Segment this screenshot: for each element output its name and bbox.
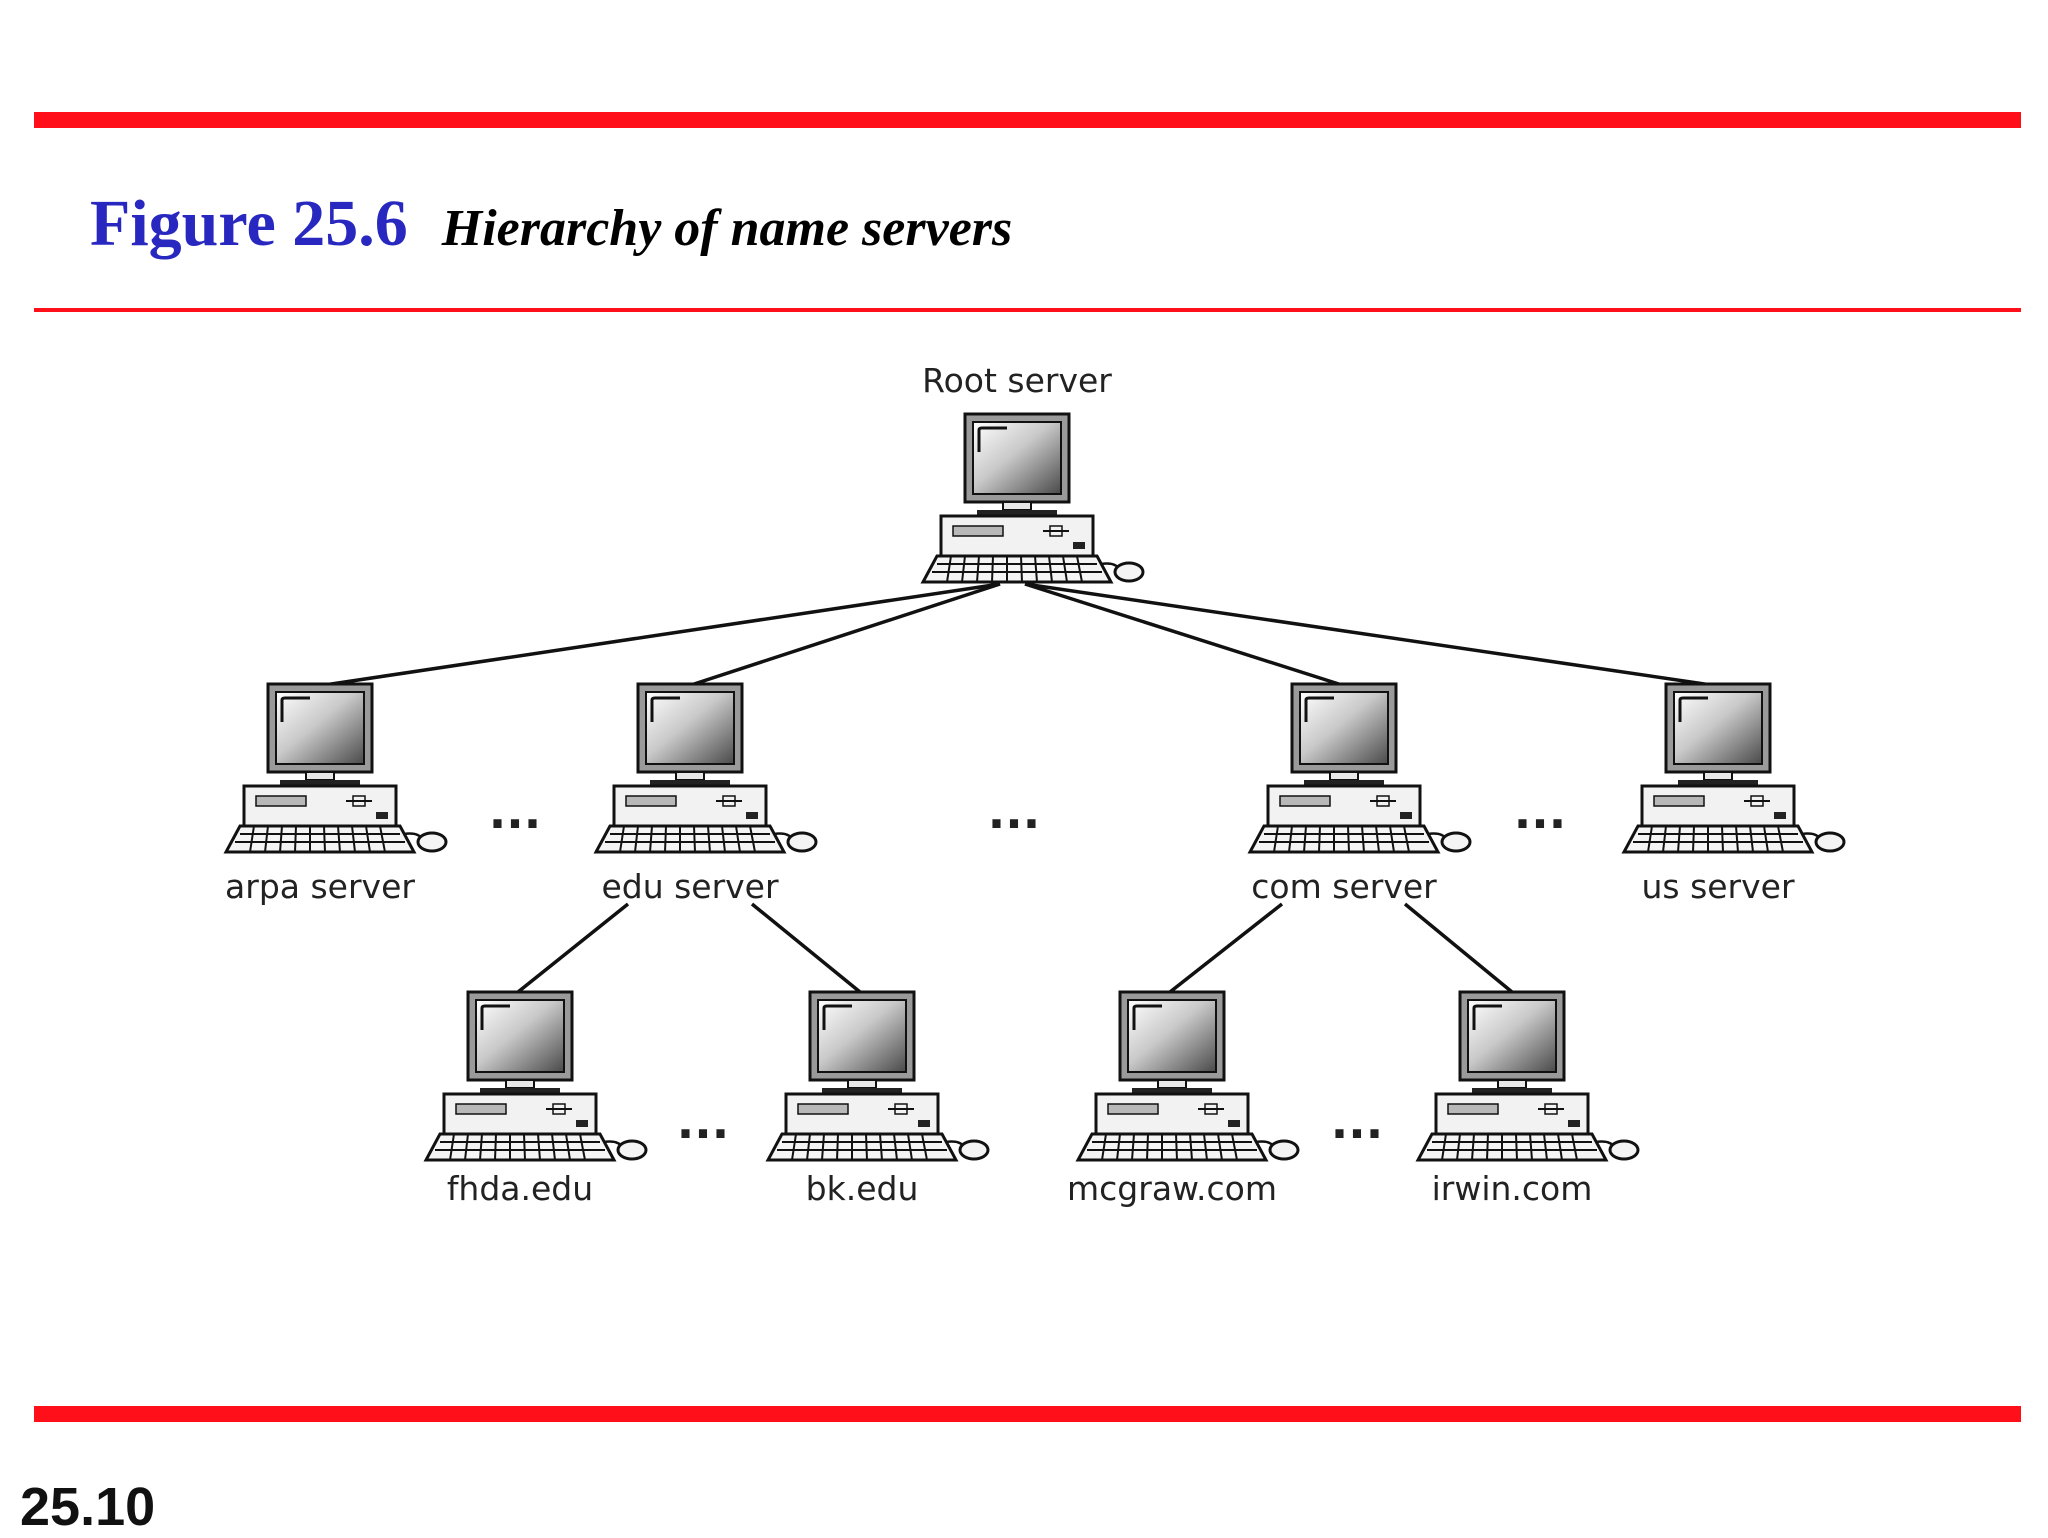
- node-mcgraw-com: mcgraw.com: [1067, 990, 1300, 1208]
- node-com-server: com server: [1248, 682, 1472, 906]
- figure-number: Figure 25.6: [90, 187, 408, 260]
- desktop-computer-icon: [1076, 990, 1300, 1162]
- edge-root-arpa: [317, 582, 1001, 688]
- node-label-root: Root server: [922, 361, 1112, 400]
- node-arpa-server: arpa server: [224, 682, 448, 906]
- desktop-computer-icon: [1248, 682, 1472, 854]
- edge-root-edu: [687, 582, 1001, 688]
- title-underline-rule: [34, 308, 2021, 312]
- figure-title: Figure 25.6 Hierarchy of name servers: [90, 186, 1012, 262]
- ellipsis-arpa-edu: ...: [489, 785, 541, 839]
- node-label-us: us server: [1641, 867, 1794, 906]
- desktop-computer-icon: [766, 990, 990, 1162]
- desktop-computer-icon: [224, 682, 448, 854]
- top-rule: [34, 112, 2021, 128]
- edge-com-irwin: [1403, 902, 1514, 994]
- edge-edu-fhda: [516, 902, 630, 994]
- figure-caption: Hierarchy of name servers: [441, 200, 1013, 257]
- node-label-fhda: fhda.edu: [447, 1169, 593, 1208]
- node-label-mcgraw: mcgraw.com: [1067, 1169, 1277, 1208]
- page-number: 25.10: [20, 1477, 156, 1537]
- node-label-edu: edu server: [601, 867, 779, 906]
- node-edu-server: edu server: [594, 682, 818, 906]
- node-label-bk: bk.edu: [806, 1169, 919, 1208]
- desktop-computer-icon: [424, 990, 648, 1162]
- ellipsis-edu-com: ...: [988, 785, 1040, 839]
- desktop-computer-icon: [921, 412, 1145, 584]
- node-label-arpa: arpa server: [225, 867, 415, 906]
- ellipsis-fhda-bk: ...: [677, 1095, 729, 1149]
- node-us-server: us server: [1622, 682, 1846, 906]
- edge-com-mcgraw: [1168, 902, 1284, 994]
- bottom-rule: [34, 1406, 2021, 1422]
- ellipsis-com-us: ...: [1514, 785, 1566, 839]
- node-label-irwin: irwin.com: [1432, 1169, 1593, 1208]
- desktop-computer-icon: [594, 682, 818, 854]
- desktop-computer-icon: [1622, 682, 1846, 854]
- edge-root-com: [1024, 582, 1346, 688]
- node-label-com: com server: [1251, 867, 1437, 906]
- node-fhda-edu: fhda.edu: [424, 990, 648, 1208]
- edge-root-us: [1024, 582, 1719, 688]
- ellipsis-mcgraw-irwin: ...: [1331, 1095, 1383, 1149]
- diagram-edges: [317, 582, 1719, 994]
- edge-edu-bk: [750, 902, 862, 994]
- node-irwin-com: irwin.com: [1416, 990, 1640, 1208]
- node-bk-edu: bk.edu: [766, 990, 990, 1208]
- node-root-server: Root server: [921, 361, 1145, 584]
- desktop-computer-icon: [1416, 990, 1640, 1162]
